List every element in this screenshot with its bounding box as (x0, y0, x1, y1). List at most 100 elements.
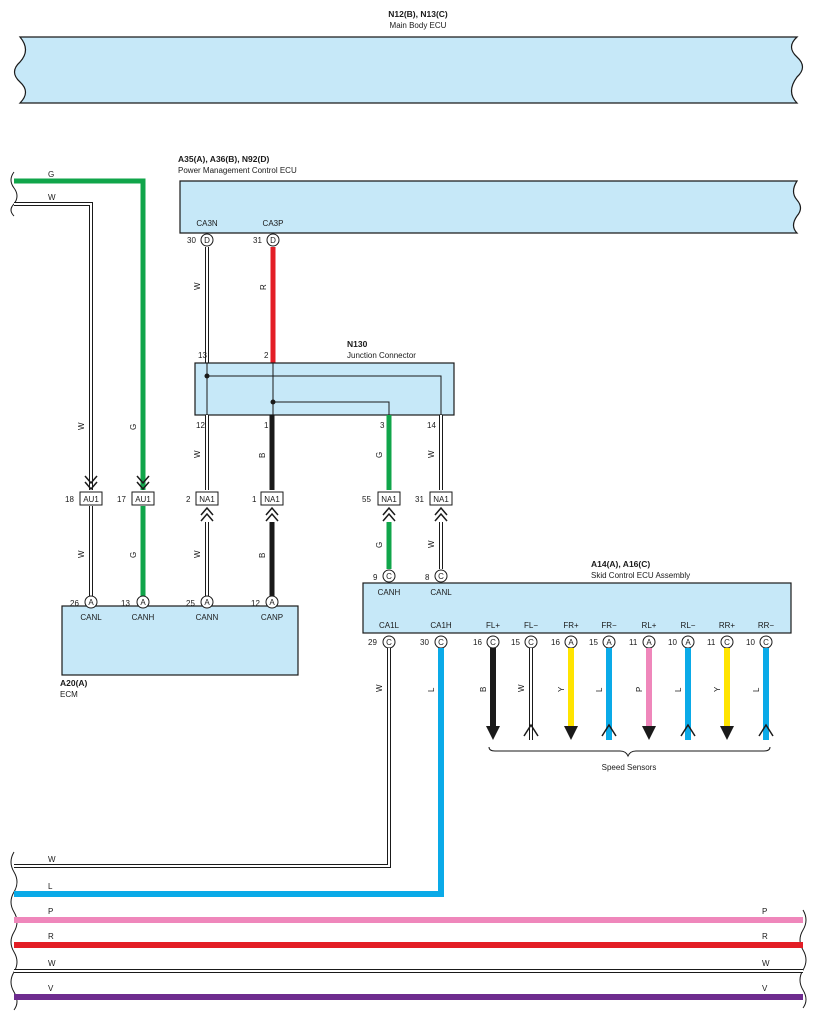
skid-pin-rl-plus: 11 A (629, 635, 656, 649)
junction-node (204, 373, 210, 379)
wire-left-w-outline (14, 202, 93, 490)
pm-pin-label-ca3p: CA3P (263, 219, 284, 228)
skid-pin-8: 8 C (425, 569, 448, 583)
skid-pin-label-fr-plus: FR+ (563, 621, 579, 630)
ecm-code: A20(A) (60, 678, 88, 688)
wire-label-w-jc14: W (427, 450, 436, 458)
skid-ecu: A14(A), A16(C) Skid Control ECU Assembly… (362, 559, 792, 634)
wire-label-g-ecm-canh-lower: G (129, 552, 138, 558)
pin-number: 13 (121, 599, 130, 608)
sensor-wire-fr-minus: L (595, 648, 617, 740)
chevron-up-icon (200, 506, 214, 522)
pin-number: 26 (70, 599, 79, 608)
wire-label-w-ecm-canl-upper: W (77, 422, 86, 430)
skid-pin-30: 30 C (420, 635, 448, 649)
inline-connector-name: AU1 (83, 495, 99, 504)
main-body-ecu-box (13, 36, 804, 104)
pin-letter: A (204, 598, 210, 607)
pin-letter: C (763, 638, 769, 647)
pin-number: 10 (668, 638, 677, 647)
wire-left-w-fill (14, 203, 92, 490)
wire-label-left: P (48, 907, 53, 916)
left-break-bottom (10, 851, 18, 1011)
inline-connector-num: 31 (415, 495, 424, 504)
inline-connectors: 18 AU1 17 AU1 2 NA1 1 NA1 55 NA1 31 NA1 (65, 491, 453, 506)
ecm-pin-13: 13 A (121, 595, 150, 609)
inline-connector-na1-2: 2 NA1 (186, 491, 219, 506)
left-break-top (10, 171, 18, 217)
jc-pin-3: 3 (380, 421, 385, 430)
wire-pm-ca3p: R (259, 247, 276, 363)
wire-label-r-pm-ca3p: R (259, 284, 268, 290)
pin-number: 29 (368, 638, 377, 647)
sensor-wire-fl-plus: B (479, 648, 500, 740)
skid-pin-fr-minus: 15 A (589, 635, 616, 649)
wire-label-g-ecm-canh-upper: G (129, 424, 138, 430)
jc-pin-12: 12 (196, 421, 205, 430)
wire-label-l-bottom: L (48, 882, 53, 891)
pin-letter: C (386, 638, 392, 647)
wire-ecm-cann: W (193, 522, 209, 596)
skid-pin-label-ca1l: CA1L (379, 621, 400, 630)
pin-letter: D (204, 236, 210, 245)
wire-jc1-upper: B (258, 415, 275, 490)
speed-sensors-label: Speed Sensors (602, 763, 657, 772)
wire-label-w-ecm-cann: W (193, 550, 202, 558)
skid-pin-label-rl-minus: RL− (681, 621, 696, 630)
arrow-down-icon (642, 726, 656, 740)
ecm-box (61, 605, 299, 676)
pin-number: 11 (629, 638, 638, 647)
wire-label-b-ecm-canp: B (258, 553, 267, 558)
inline-connector-na1-55: 55 NA1 (362, 491, 401, 506)
wire-label-w-ca1l: W (375, 684, 384, 692)
pin-letter: A (685, 638, 691, 647)
wire-label-left: V (48, 984, 54, 993)
pin-letter: C (528, 638, 534, 647)
pm-ecu-code: A35(A), A36(B), N92(D) (178, 154, 269, 164)
pin-number: 11 (707, 638, 716, 647)
pin-number: 15 (511, 638, 520, 647)
wire-label: L (752, 687, 761, 692)
skid-pin-label-ca1h: CA1H (430, 621, 452, 630)
wire-left-w: W (14, 193, 93, 490)
speed-sensors-bracket (488, 746, 771, 758)
chevron-up-icon (382, 506, 396, 522)
wire-label-left: W (48, 959, 56, 968)
wire-label-right: R (762, 932, 768, 941)
pin-number: 9 (373, 573, 378, 582)
main-body-ecu-code: N12(B), N13(C) (388, 9, 448, 19)
skid-pin-label-rr-minus: RR− (758, 621, 775, 630)
inline-connector-num: 55 (362, 495, 371, 504)
sensor-wire-rr-minus: L (752, 648, 774, 740)
wire-label: Y (557, 686, 566, 692)
chevron-up-icon (265, 506, 279, 522)
ecm-pin-25: 25 A (186, 595, 214, 609)
pin-letter: A (269, 598, 275, 607)
wire-label-w-jc12: W (193, 450, 202, 458)
pin-letter: A (88, 598, 94, 607)
pm-pin-30: 30 D (187, 233, 214, 247)
inline-connector-num: 17 (117, 495, 126, 504)
wire-label-right: W (762, 959, 770, 968)
bottom-wire-p: P P (14, 907, 803, 923)
jc-pin-1: 1 (264, 421, 269, 430)
wire-label: W (517, 684, 526, 692)
ecm-pin-label-canl: CANL (80, 613, 102, 622)
skid-pin-label-canh: CANH (378, 588, 401, 597)
ecm-pin-26: 26 A (70, 595, 98, 609)
right-break-bottom (799, 909, 807, 1009)
wire-ecm-canh-lower: G (129, 506, 146, 596)
wire-label-b-jc1: B (258, 453, 267, 458)
inline-connector-na1-31: 31 NA1 (415, 491, 453, 506)
bottom-wire-w: W W (14, 959, 803, 973)
arrow-down-icon (564, 726, 578, 740)
inline-connector-num: 18 (65, 495, 74, 504)
wire-ecm-canp: B (258, 522, 275, 596)
skid-pin-label-fr-minus: FR− (601, 621, 617, 630)
pin-letter: C (724, 638, 730, 647)
sensor-wire-rr-plus: Y (713, 648, 734, 740)
skid-pin-fl-minus: 15 C (511, 635, 538, 649)
wire-ecm-canl-lower: W (77, 506, 93, 596)
wire-label-left: R (48, 932, 54, 941)
